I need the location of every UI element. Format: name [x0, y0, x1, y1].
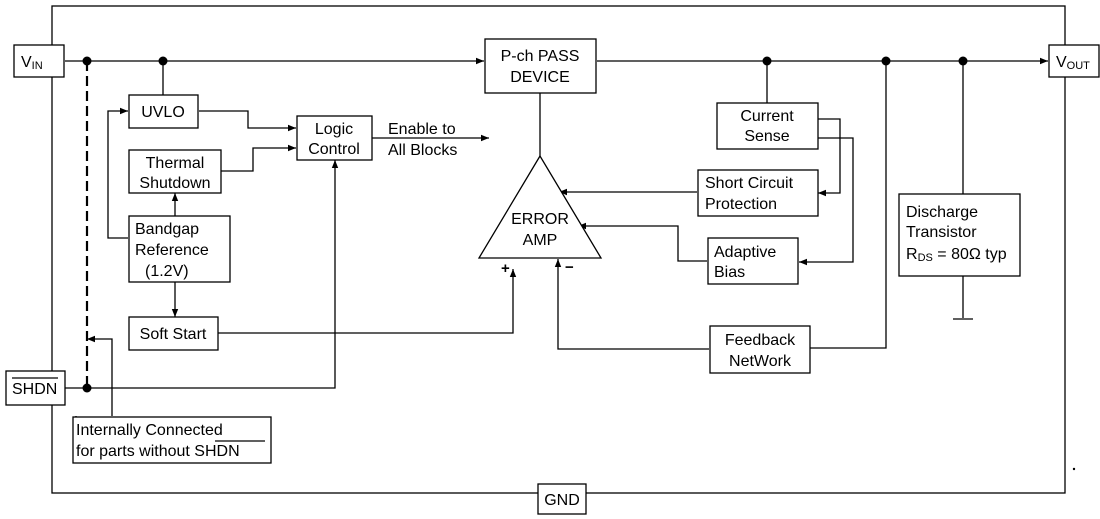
junction-dot: [158, 56, 168, 66]
svg-text:Bias: Bias: [714, 264, 745, 281]
pass-device-block: P-ch PASS DEVICE: [484, 38, 597, 94]
error-amp: ERROR AMP + −: [477, 154, 603, 277]
pin-shdn: SHDN: [5, 370, 66, 406]
pin-vout-main: V: [1056, 54, 1067, 71]
wire-currentsense-shortckt: [818, 118, 841, 197]
svg-text:Sense: Sense: [744, 128, 789, 145]
junction-dot: [958, 56, 968, 66]
enable-note: Enable to All Blocks: [388, 121, 457, 159]
wire-bias-erroramp: [578, 222, 707, 262]
thermal-shutdown-block: Thermal Shutdown: [128, 149, 222, 194]
svg-text:DEVICE: DEVICE: [510, 69, 570, 86]
junction-dots: [82, 56, 1076, 471]
svg-text:Enable to: Enable to: [388, 121, 456, 138]
svg-text:Transistor: Transistor: [906, 224, 977, 241]
pin-vout-sub: OUT: [1067, 60, 1091, 72]
svg-text:Shutdown: Shutdown: [139, 175, 210, 192]
wires: [65, 57, 1048, 419]
wire-feedback-erroramp: [554, 259, 709, 350]
svg-text:Protection: Protection: [705, 196, 777, 213]
svg-text:Discharge: Discharge: [906, 204, 978, 221]
pin-vin: VIN: [13, 44, 65, 78]
pin-vin-main: V: [21, 54, 32, 71]
wire-uvlo-logic: [199, 110, 296, 132]
svg-text:Short Circuit: Short Circuit: [705, 175, 794, 192]
wire-softstart-erroramp: [218, 269, 517, 334]
pin-gnd-label: GND: [544, 492, 580, 509]
svg-text:Soft Start: Soft Start: [140, 326, 207, 343]
svg-text:(1.2V): (1.2V): [145, 263, 189, 280]
svg-text:Bandgap: Bandgap: [135, 221, 199, 238]
wire-shdn-logic: [65, 160, 339, 389]
feedback-network-block: Feedback NetWork: [709, 325, 811, 374]
pin-vin-sub: IN: [32, 60, 43, 72]
junction-dot: [82, 56, 92, 66]
svg-text:RDS = 80Ω typ: RDS = 80Ω typ: [906, 246, 1007, 264]
svg-text:Thermal: Thermal: [146, 155, 205, 172]
wire-currentsense-bias: [799, 137, 854, 266]
svg-text:Control: Control: [308, 141, 360, 158]
discharge-transistor-block: Discharge Transistor RDS = 80Ω typ: [898, 193, 1021, 277]
svg-text:VIN: VIN: [21, 54, 43, 72]
wire-rail-feedback: [810, 61, 887, 349]
junction-dot: [762, 56, 772, 66]
pin-shdn-label: SHDN: [12, 381, 57, 398]
svg-text:P-ch PASS: P-ch PASS: [501, 48, 580, 65]
bandgap-reference-block: Bandgap Reference (1.2V): [128, 215, 231, 283]
wire-thermal-logic: [221, 144, 296, 172]
pin-vout: VOUT: [1048, 44, 1100, 78]
svg-text:for parts without SHDN: for parts without SHDN: [76, 443, 240, 460]
svg-text:NetWork: NetWork: [729, 353, 792, 370]
pin-gnd: GND: [537, 483, 587, 515]
junction-dot: [881, 56, 891, 66]
logic-control-block: Logic Control: [296, 115, 373, 161]
svg-text:All Blocks: All Blocks: [388, 142, 457, 159]
svg-text:Reference: Reference: [135, 242, 209, 259]
adaptive-bias-block: Adaptive Bias: [707, 237, 799, 285]
svg-text:UVLO: UVLO: [141, 104, 185, 121]
junction-dot: [82, 383, 92, 393]
soft-start-block: Soft Start: [128, 316, 219, 351]
stray-dot: [1072, 467, 1076, 471]
short-circuit-block: Short Circuit Protection: [697, 169, 819, 217]
internal-note-box: Internally Connected for parts without S…: [72, 416, 272, 464]
uvlo-block: UVLO: [128, 94, 199, 129]
svg-text:AMP: AMP: [523, 232, 558, 249]
svg-text:Internally Connected: Internally Connected: [76, 422, 223, 439]
svg-text:Logic: Logic: [315, 121, 353, 138]
error-amp-minus: −: [565, 259, 574, 276]
svg-text:Current: Current: [740, 108, 794, 125]
svg-text:VOUT: VOUT: [1056, 54, 1090, 72]
svg-text:Feedback: Feedback: [725, 332, 796, 349]
svg-text:Adaptive: Adaptive: [714, 244, 776, 261]
error-amp-plus: +: [501, 260, 510, 277]
wire-bandgap-uvlo: [107, 107, 128, 239]
svg-text:ERROR: ERROR: [511, 211, 569, 228]
wire-note-arrow: [87, 335, 113, 416]
current-sense-block: Current Sense: [716, 102, 819, 150]
